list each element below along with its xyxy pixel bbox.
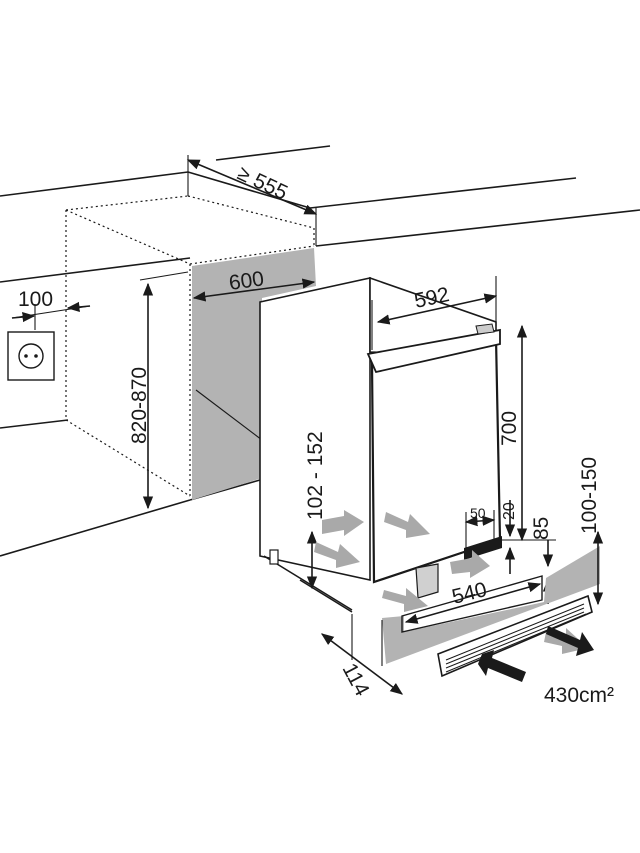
foot-height-label: 102 - 152: [304, 431, 327, 520]
vent-50-label: 50: [470, 505, 486, 521]
niche-width-label: 600: [227, 267, 265, 295]
plinth-width-dimension-line: [404, 582, 542, 624]
plinth-height-label: 100-150: [578, 457, 601, 534]
airflow-out-arrow-icon: [546, 626, 594, 656]
niche-width-dimension-line: [192, 278, 316, 302]
power-socket-icon: [7, 331, 55, 381]
vent-area-label: 430cm²: [544, 684, 614, 707]
plinth-depth-label: 114: [338, 660, 374, 701]
vent-20-label: 20: [501, 502, 518, 520]
niche-height-label: 820-870: [128, 367, 151, 444]
vent-50-dimension-line: [464, 515, 496, 527]
depth-dimension-line: [186, 159, 318, 215]
plinth-width-label: 540: [450, 578, 490, 609]
niche-back-panel: [192, 248, 316, 500]
appliance-width-dimension-line: [376, 293, 498, 325]
airflow-in-arrow-icon: [478, 650, 526, 682]
appliance-height-label: 700: [498, 411, 521, 446]
plinth-depth-dimension-line: [320, 633, 404, 695]
socket-offset-label: 100: [18, 288, 53, 311]
depth-min-label: ≥ 555: [234, 162, 291, 205]
vent-85-label: 85: [530, 517, 553, 540]
